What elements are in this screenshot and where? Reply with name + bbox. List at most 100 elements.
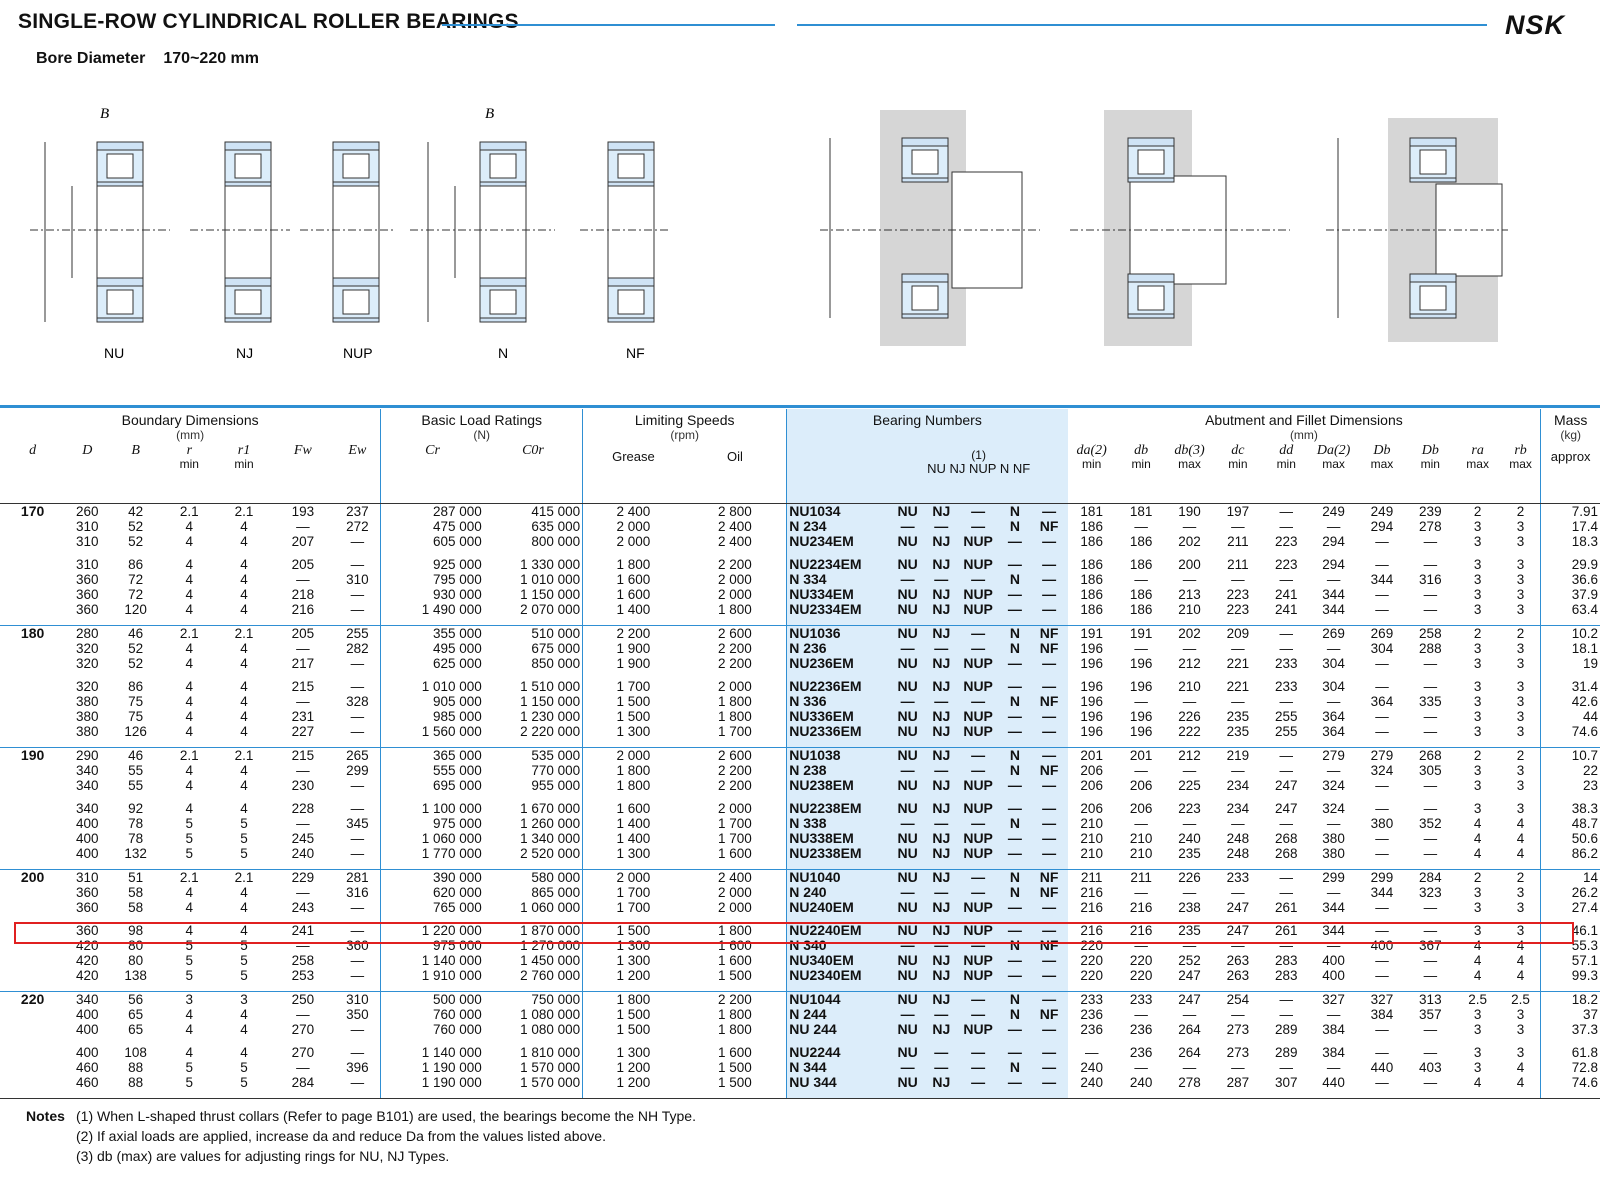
table-cell: 210 xyxy=(1129,831,1153,846)
figure-label-nup: NUP xyxy=(343,345,373,361)
table-cell: 335 xyxy=(1419,694,1442,709)
table-cell: — xyxy=(1279,816,1293,831)
cell-bore-d xyxy=(0,885,65,900)
table-cell: 236 xyxy=(1129,1045,1153,1060)
table-cell: NU234EM xyxy=(786,534,890,557)
table-cell: 1 600 xyxy=(582,587,684,602)
table-cell: — xyxy=(925,1045,958,1060)
table-cell: — xyxy=(296,816,310,831)
table-cell: — xyxy=(889,1007,926,1022)
table-cell: 1 700 xyxy=(718,724,752,739)
table-cell: 3 xyxy=(1473,900,1482,915)
table-cell: 4 xyxy=(240,885,248,900)
table-cell: 1 800 xyxy=(582,763,684,778)
table-cell: 1 910 000 xyxy=(380,968,484,992)
table-cell: N 234 xyxy=(786,519,890,534)
table-cell: 316 xyxy=(346,885,369,900)
table-cell: 245 xyxy=(291,831,315,846)
table-cell: 760 000 xyxy=(380,1022,484,1045)
table-cell: NJ xyxy=(925,724,958,748)
figure-label-nj: NJ xyxy=(236,345,253,361)
figure-n: B N xyxy=(410,106,555,361)
table-cell: 3 xyxy=(1516,923,1525,938)
table-cell: 282 xyxy=(346,641,369,656)
table-cell: 313 xyxy=(1406,991,1455,1007)
table-cell: 74.6 xyxy=(1540,1075,1600,1099)
table-cell: 400 xyxy=(76,816,99,831)
table-cell: — xyxy=(350,1045,365,1060)
table-cell: 1 800 xyxy=(718,923,752,938)
cell-bore-d: 190 xyxy=(0,747,66,763)
table-cell: 14 xyxy=(1540,869,1600,885)
table-cell: 38.3 xyxy=(1540,801,1600,816)
table-cell: 74.6 xyxy=(1540,724,1600,748)
table-cell: — xyxy=(1375,656,1389,671)
table-cell: 310 xyxy=(76,534,99,549)
table-cell: NJ xyxy=(925,587,958,602)
table-cell: NU238EM xyxy=(786,778,890,801)
table-cell: 223 xyxy=(1274,557,1298,572)
table-cell: 1 220 000 xyxy=(380,923,484,938)
table-cell: 210 xyxy=(1080,846,1103,861)
table-cell: 213 xyxy=(1178,587,1201,602)
table-cell: 299 xyxy=(1357,869,1407,885)
table-cell: 211 xyxy=(1227,534,1249,549)
table-cell: NF xyxy=(1030,1007,1068,1022)
cell-bore-d xyxy=(0,679,65,694)
table-cell: 4 xyxy=(185,679,194,694)
cell-bore-d xyxy=(0,900,65,923)
table-cell: NU240EM xyxy=(786,900,890,923)
table-cell: — xyxy=(1134,763,1148,778)
table-cell: 4 xyxy=(240,1007,248,1022)
cell-bore-d xyxy=(0,724,65,748)
table-cell: 3 xyxy=(1473,1045,1482,1060)
table-cell: NJ xyxy=(925,625,958,641)
table-cell: 475 000 xyxy=(380,519,484,534)
table-cell: 1 080 000 xyxy=(520,1007,581,1022)
table-cell: 44 xyxy=(1540,709,1600,724)
table-cell: NU xyxy=(889,900,926,923)
table-cell: — xyxy=(889,885,926,900)
table-cell: — xyxy=(1423,953,1438,968)
table-cell: 355 000 xyxy=(380,625,484,641)
col-Da: Da(2)max xyxy=(1309,443,1358,504)
table-cell: 1 500 xyxy=(582,1007,684,1022)
table-cell: — xyxy=(296,641,310,656)
table-cell: 2 200 xyxy=(718,763,752,778)
table-cell: — xyxy=(999,557,1031,572)
table-cell: 2 xyxy=(1454,625,1501,641)
table-cell: 201 xyxy=(1115,747,1167,763)
table-cell: — xyxy=(999,831,1031,846)
table-cell: 48.7 xyxy=(1540,816,1600,831)
table-cell: 4 xyxy=(240,602,248,617)
table-cell: — xyxy=(296,885,310,900)
table-cell: NJ xyxy=(925,747,958,763)
table-cell: 344 xyxy=(1370,885,1394,900)
table-cell: 18.3 xyxy=(1540,534,1600,557)
table-cell: 3 xyxy=(1473,1060,1482,1075)
table-cell: 1 190 000 xyxy=(380,1060,484,1075)
table-cell: 403 xyxy=(1419,1060,1442,1075)
table-cell: NJ xyxy=(925,869,958,885)
col-oil: Oil xyxy=(683,443,787,504)
table-cell: 248 xyxy=(1226,846,1250,861)
table-cell: 4 xyxy=(240,656,248,671)
table-cell: 580 000 xyxy=(483,869,583,885)
table-cell: — xyxy=(1231,816,1245,831)
table-cell: — xyxy=(1423,534,1438,549)
table-cell: — xyxy=(1279,572,1293,587)
table-cell: 1 670 000 xyxy=(520,801,581,816)
table-cell: 2 200 xyxy=(683,991,787,1007)
table-cell: 233 xyxy=(1274,679,1298,694)
table-cell: 23 xyxy=(1540,778,1600,801)
table-cell: — xyxy=(1423,968,1438,983)
table-cell: — xyxy=(999,724,1031,748)
table-cell: 88 xyxy=(109,1075,162,1099)
cell-bore-d xyxy=(0,968,65,992)
table-cell: NUP xyxy=(957,679,1000,694)
